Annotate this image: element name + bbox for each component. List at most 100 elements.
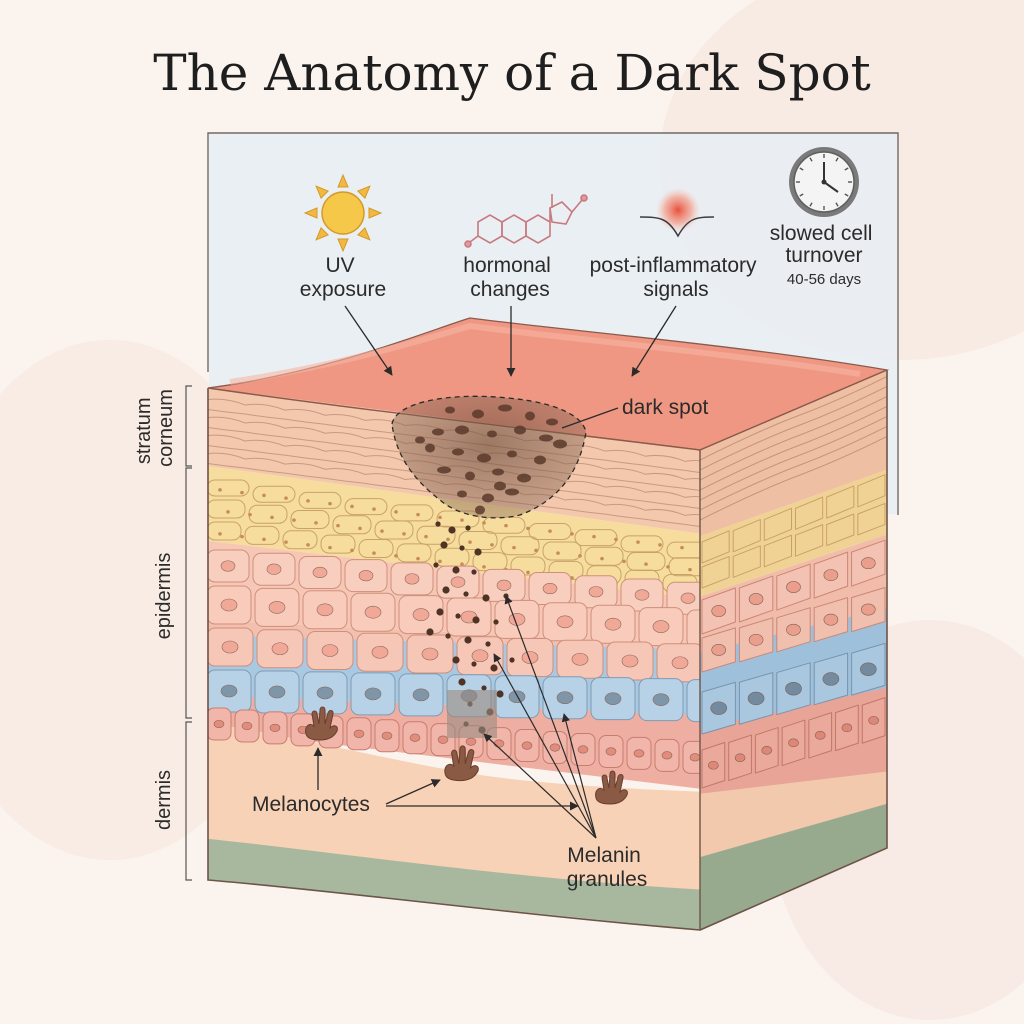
pigment-blob: [482, 493, 494, 503]
granule: [358, 526, 362, 531]
granule: [336, 523, 340, 528]
granule: [622, 559, 626, 564]
cell-nucleus: [269, 723, 281, 732]
epidermis-bracket: [185, 467, 192, 719]
granule: [570, 532, 574, 536]
cell: [208, 479, 250, 497]
cell: [282, 530, 318, 550]
side-cell: [795, 496, 824, 530]
melanin-granule: [509, 657, 515, 663]
cell-nucleus: [652, 620, 670, 633]
uv-arrow: [344, 305, 393, 376]
cell: [320, 534, 356, 554]
cell-nucleus: [465, 737, 477, 746]
granule: [328, 501, 332, 506]
cell-nucleus: [364, 687, 382, 701]
cell-nucleus: [588, 586, 604, 598]
granule: [262, 493, 266, 498]
granule: [248, 512, 252, 517]
granule: [306, 499, 310, 503]
melanocytes-label: Melanocytes: [252, 793, 370, 816]
fiber-line: [700, 374, 887, 461]
cell-nucleus: [364, 605, 382, 619]
sun-ray: [356, 226, 371, 241]
cell: [390, 504, 434, 522]
clock-icon: [789, 147, 859, 217]
cell: [686, 609, 700, 649]
cell-nucleus: [496, 579, 512, 591]
cell-nucleus: [213, 719, 225, 729]
cell-nucleus: [221, 640, 239, 654]
stratum-corneum-label: stratum corneum: [133, 389, 177, 467]
granule: [614, 537, 618, 542]
cell-nucleus: [605, 747, 617, 756]
pigment-blob: [455, 425, 469, 435]
pigment-blob: [539, 434, 553, 442]
side-cell-nucleus: [748, 633, 764, 646]
clock-tick: [844, 193, 849, 197]
pigment-blob: [437, 466, 451, 474]
pigment-blob: [525, 411, 535, 421]
cell-nucleus: [521, 741, 533, 750]
granule: [504, 523, 508, 528]
side-cell-nucleus: [814, 731, 826, 740]
side-granular: [700, 465, 887, 600]
cell: [344, 498, 388, 516]
fiber-line: [700, 394, 887, 481]
granule: [262, 537, 266, 542]
trigger-label-hormonal: hormonal changes: [463, 254, 556, 301]
cell-nucleus: [604, 692, 622, 705]
granule: [240, 490, 244, 495]
cell-nucleus: [409, 733, 421, 742]
cell-nucleus: [353, 729, 365, 738]
cell-nucleus: [421, 647, 439, 661]
side-dermis: [700, 770, 887, 860]
side-cell-nucleus: [823, 613, 839, 626]
cell-nucleus: [508, 690, 526, 704]
cell-nucleus: [220, 684, 238, 698]
pigment-blob: [514, 425, 526, 435]
pigment-blob: [472, 409, 484, 419]
cell-nucleus: [437, 735, 449, 744]
pigment-blob: [445, 406, 455, 414]
side-cell: [795, 524, 824, 557]
cell-nucleus: [266, 563, 282, 575]
side-cell-nucleus: [747, 691, 765, 706]
cell-nucleus: [604, 617, 622, 631]
granule: [658, 543, 662, 547]
granule: [372, 507, 376, 511]
melanin-granule: [482, 594, 490, 602]
cell-nucleus: [661, 751, 673, 760]
granule: [218, 488, 222, 492]
cell-nucleus: [689, 753, 700, 762]
granule: [438, 559, 442, 564]
side-cell: [857, 474, 886, 508]
melanin-granule: [464, 636, 472, 644]
melanin-granule: [426, 628, 434, 636]
melanin-arrows: [483, 595, 597, 839]
cell: [510, 556, 546, 576]
granule: [314, 521, 318, 525]
cell-nucleus: [652, 693, 670, 706]
side-cell-nucleus: [859, 662, 877, 676]
block-outline: [207, 370, 888, 931]
melanin-granule: [474, 548, 482, 556]
fiber-line: [700, 404, 887, 491]
cell-nucleus: [493, 739, 505, 748]
cell-nucleus: [680, 592, 696, 604]
cell-nucleus: [371, 645, 389, 659]
dark-spot: [391, 395, 587, 519]
cell-nucleus: [358, 570, 374, 582]
pigment-blob: [546, 418, 558, 426]
inflammatory-arrow: [631, 305, 677, 377]
melanin-granule: [459, 545, 465, 551]
cell-nucleus: [312, 566, 328, 578]
melanin-granule: [455, 613, 461, 619]
melanin-granule: [440, 541, 448, 549]
granule: [556, 551, 560, 555]
granule: [394, 510, 398, 514]
melanin-granule: [452, 656, 460, 664]
pigment-blob: [494, 481, 506, 491]
cell: [686, 679, 700, 723]
